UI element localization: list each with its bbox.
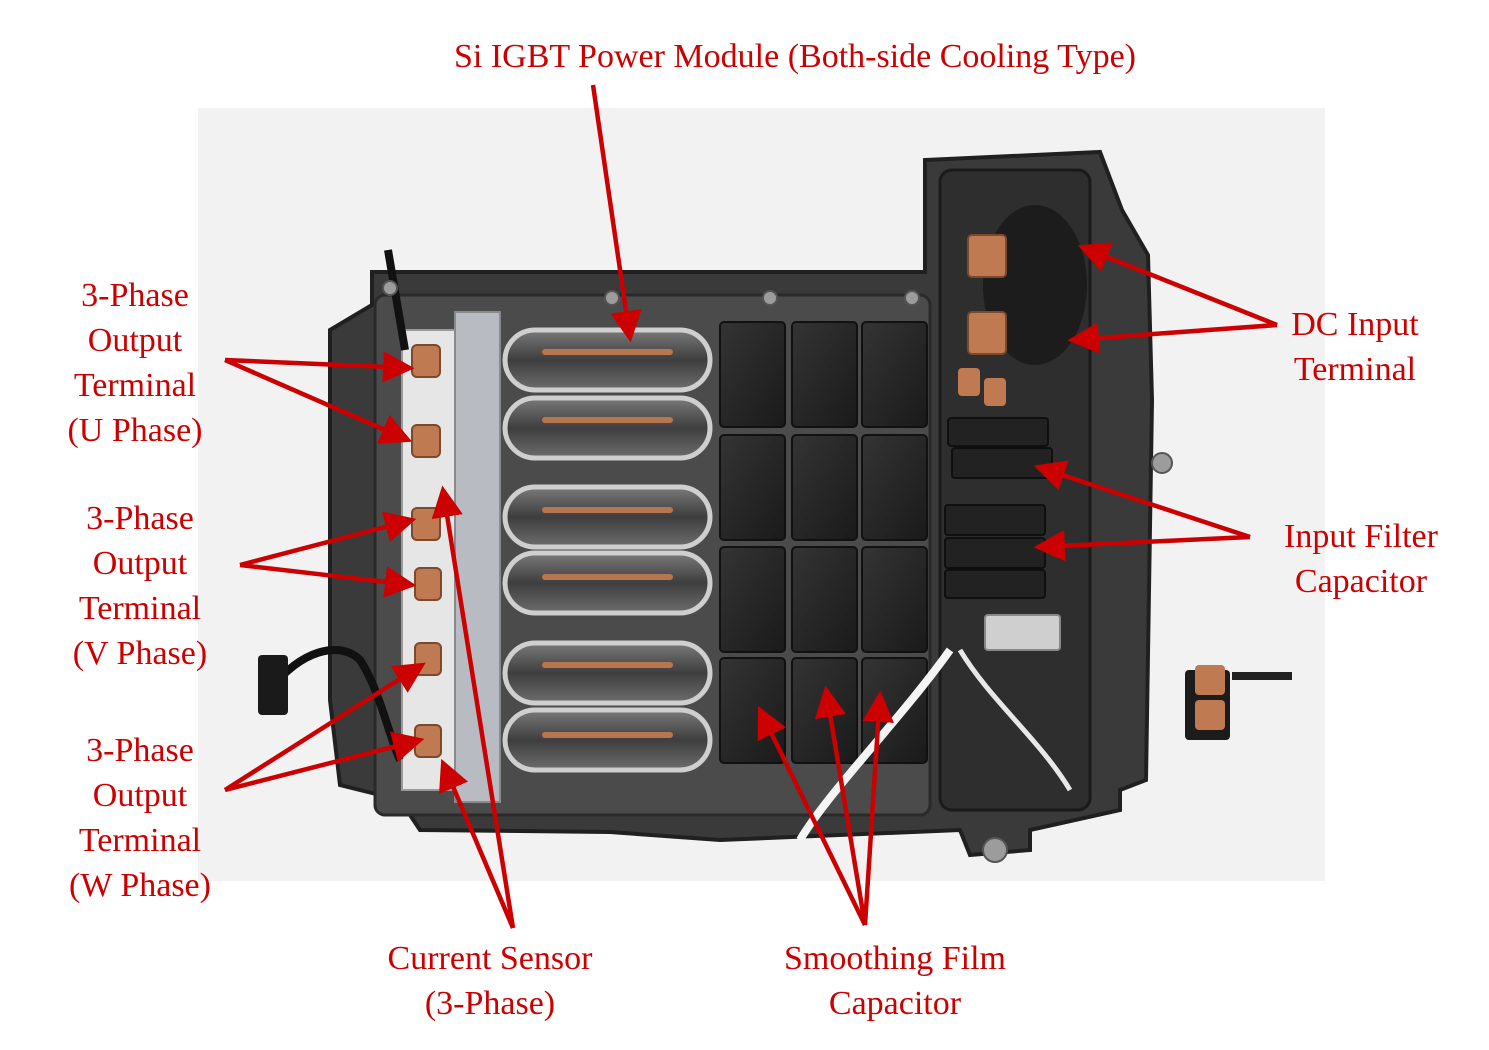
input-filter-capacitors xyxy=(944,417,1053,599)
label-u-phase: 3-Phase Output Terminal (U Phase) xyxy=(40,273,230,453)
current-sensor-bar xyxy=(454,311,501,803)
label-u-phase-line-3: Terminal xyxy=(73,367,197,404)
label-v-phase-line-1: 3-Phase xyxy=(86,500,194,537)
label-current-sensor-line-2: (3-Phase) xyxy=(424,985,556,1022)
label-w-phase-line-1: 3-Phase xyxy=(86,732,194,769)
label-dc-input-line-1: DC Input xyxy=(1291,306,1419,343)
dc-terminal-lug-2 xyxy=(984,378,1006,406)
dc-terminal-lug-1 xyxy=(958,368,980,396)
label-dc-input-line-2: Terminal xyxy=(1293,351,1417,388)
label-input-filter: Input Filter Capacitor xyxy=(1250,514,1472,604)
label-v-phase-line-2: Output xyxy=(92,545,188,582)
label-w-phase-line-3: Terminal xyxy=(78,822,202,859)
label-w-phase-line-2: Output xyxy=(92,777,188,814)
resistor-body xyxy=(984,614,1061,651)
spare-terminal-part xyxy=(1185,665,1292,740)
left-connector xyxy=(258,655,288,715)
label-v-phase: 3-Phase Output Terminal (V Phase) xyxy=(45,496,235,676)
label-v-phase-line-3: Terminal xyxy=(78,590,202,627)
label-input-filter-line-2: Capacitor xyxy=(1294,563,1428,600)
dc-terminal-minus xyxy=(967,311,1007,355)
label-w-phase-line-4: (W Phase) xyxy=(69,867,211,904)
left-harness-top xyxy=(384,249,409,351)
igbt-copper-strips xyxy=(542,349,673,738)
label-smoothing-line-2: Capacitor xyxy=(828,985,962,1022)
label-dc-input: DC Input Terminal xyxy=(1255,302,1455,392)
label-w-phase: 3-Phase Output Terminal (W Phase) xyxy=(45,728,235,908)
label-input-filter-line-1: Input Filter xyxy=(1284,518,1438,555)
label-smoothing: Smoothing Film Capacitor xyxy=(755,936,1035,1026)
label-smoothing-line-1: Smoothing Film xyxy=(784,940,1006,977)
label-u-phase-line-2: Output xyxy=(87,322,183,359)
label-power-module-line-1: Si IGBT Power Module (Both-side Cooling … xyxy=(453,38,1136,75)
label-u-phase-line-1: 3-Phase xyxy=(81,277,189,314)
white-wire-2 xyxy=(957,648,1073,792)
label-current-sensor-line-1: Current Sensor xyxy=(387,940,593,977)
label-v-phase-line-4: (V Phase) xyxy=(72,635,208,672)
label-current-sensor: Current Sensor (3-Phase) xyxy=(360,936,620,1026)
dc-terminal-plus xyxy=(967,234,1007,278)
label-u-phase-line-4: (U Phase) xyxy=(67,412,203,449)
label-power-module: Si IGBT Power Module (Both-side Cooling … xyxy=(360,34,1230,79)
dc-connector-housing xyxy=(983,205,1087,365)
